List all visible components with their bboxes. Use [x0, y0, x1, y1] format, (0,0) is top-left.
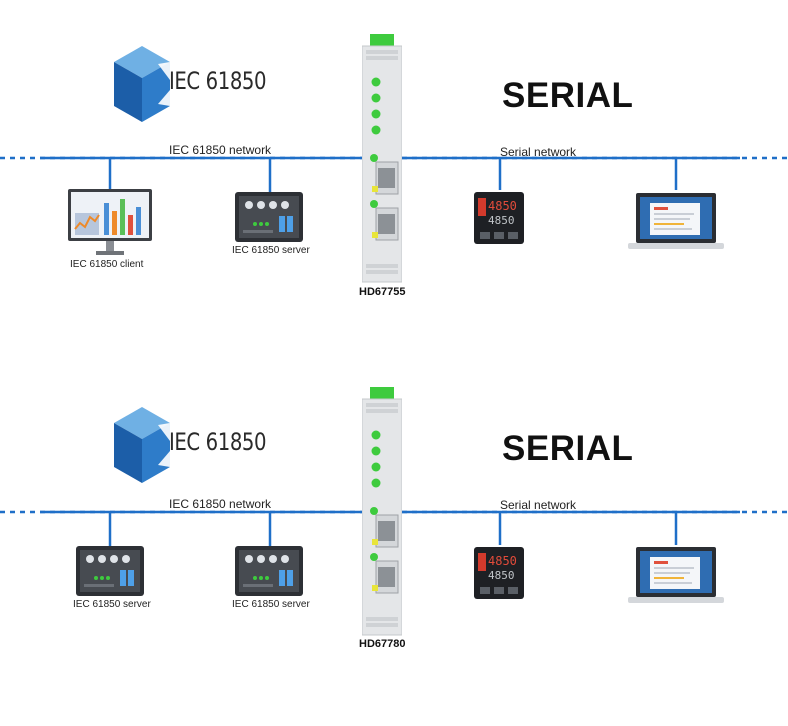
network-wiring: [0, 156, 788, 192]
diagram-hd67755: IEC 61850 SERIAL IEC 61850 network Seria…: [0, 34, 788, 298]
laptop-icon: [628, 547, 724, 603]
svg-text:4850: 4850: [488, 214, 515, 227]
model-label: HD67755: [359, 286, 406, 298]
server-panel-icon: [76, 546, 144, 596]
svg-text:4850: 4850: [488, 569, 515, 582]
server-2-label: IEC 61850 server: [232, 599, 310, 610]
cube-icon: [114, 46, 170, 122]
svg-text:4850: 4850: [488, 199, 517, 213]
cube-icon: [114, 407, 170, 483]
serial-controller: 4850 4850: [474, 192, 524, 249]
controller-icon: 4850 4850: [474, 547, 524, 599]
gateway-hd67780: [361, 387, 403, 642]
serial-controller: 4850 4850: [474, 547, 524, 604]
server-1-label: IEC 61850 server: [73, 599, 151, 610]
svg-text:4850: 4850: [488, 554, 517, 568]
din-rail-gateway-icon: [361, 34, 403, 283]
serial-network-label: Serial network: [500, 498, 577, 512]
iec61850-logo: IEC 61850: [112, 403, 267, 493]
iec-network-label: IEC 61850 network: [169, 143, 272, 157]
serial-laptop: [628, 547, 724, 610]
diagram-hd67780: IEC 61850 SERIAL IEC 61850 network Seria…: [0, 355, 788, 718]
serial-title: SERIAL: [502, 429, 634, 468]
laptop-icon: [628, 193, 724, 249]
iec61850-logo: IEC 61850: [112, 42, 267, 132]
logo-text: IEC 61850: [169, 428, 267, 456]
iec61850-client-monitor: [68, 189, 152, 262]
iec61850-server: [235, 192, 303, 247]
serial-title: SERIAL: [502, 76, 634, 115]
client-label: IEC 61850 client: [70, 259, 144, 270]
iec61850-server-2: [235, 546, 303, 601]
monitor-icon: [68, 189, 152, 255]
gateway-hd67755: [361, 34, 403, 289]
server-label: IEC 61850 server: [232, 245, 310, 256]
serial-laptop: [628, 193, 724, 256]
din-rail-gateway-icon: [361, 387, 403, 636]
controller-icon: 4850 4850: [474, 192, 524, 244]
server-panel-icon: [235, 546, 303, 596]
iec-network-label: IEC 61850 network: [169, 497, 272, 511]
serial-network-label: Serial network: [500, 145, 577, 159]
logo-text: IEC 61850: [169, 67, 267, 95]
server-panel-icon: [235, 192, 303, 242]
iec61850-server-1: [76, 546, 144, 601]
network-wiring: [0, 510, 788, 546]
model-label: HD67780: [359, 638, 406, 650]
